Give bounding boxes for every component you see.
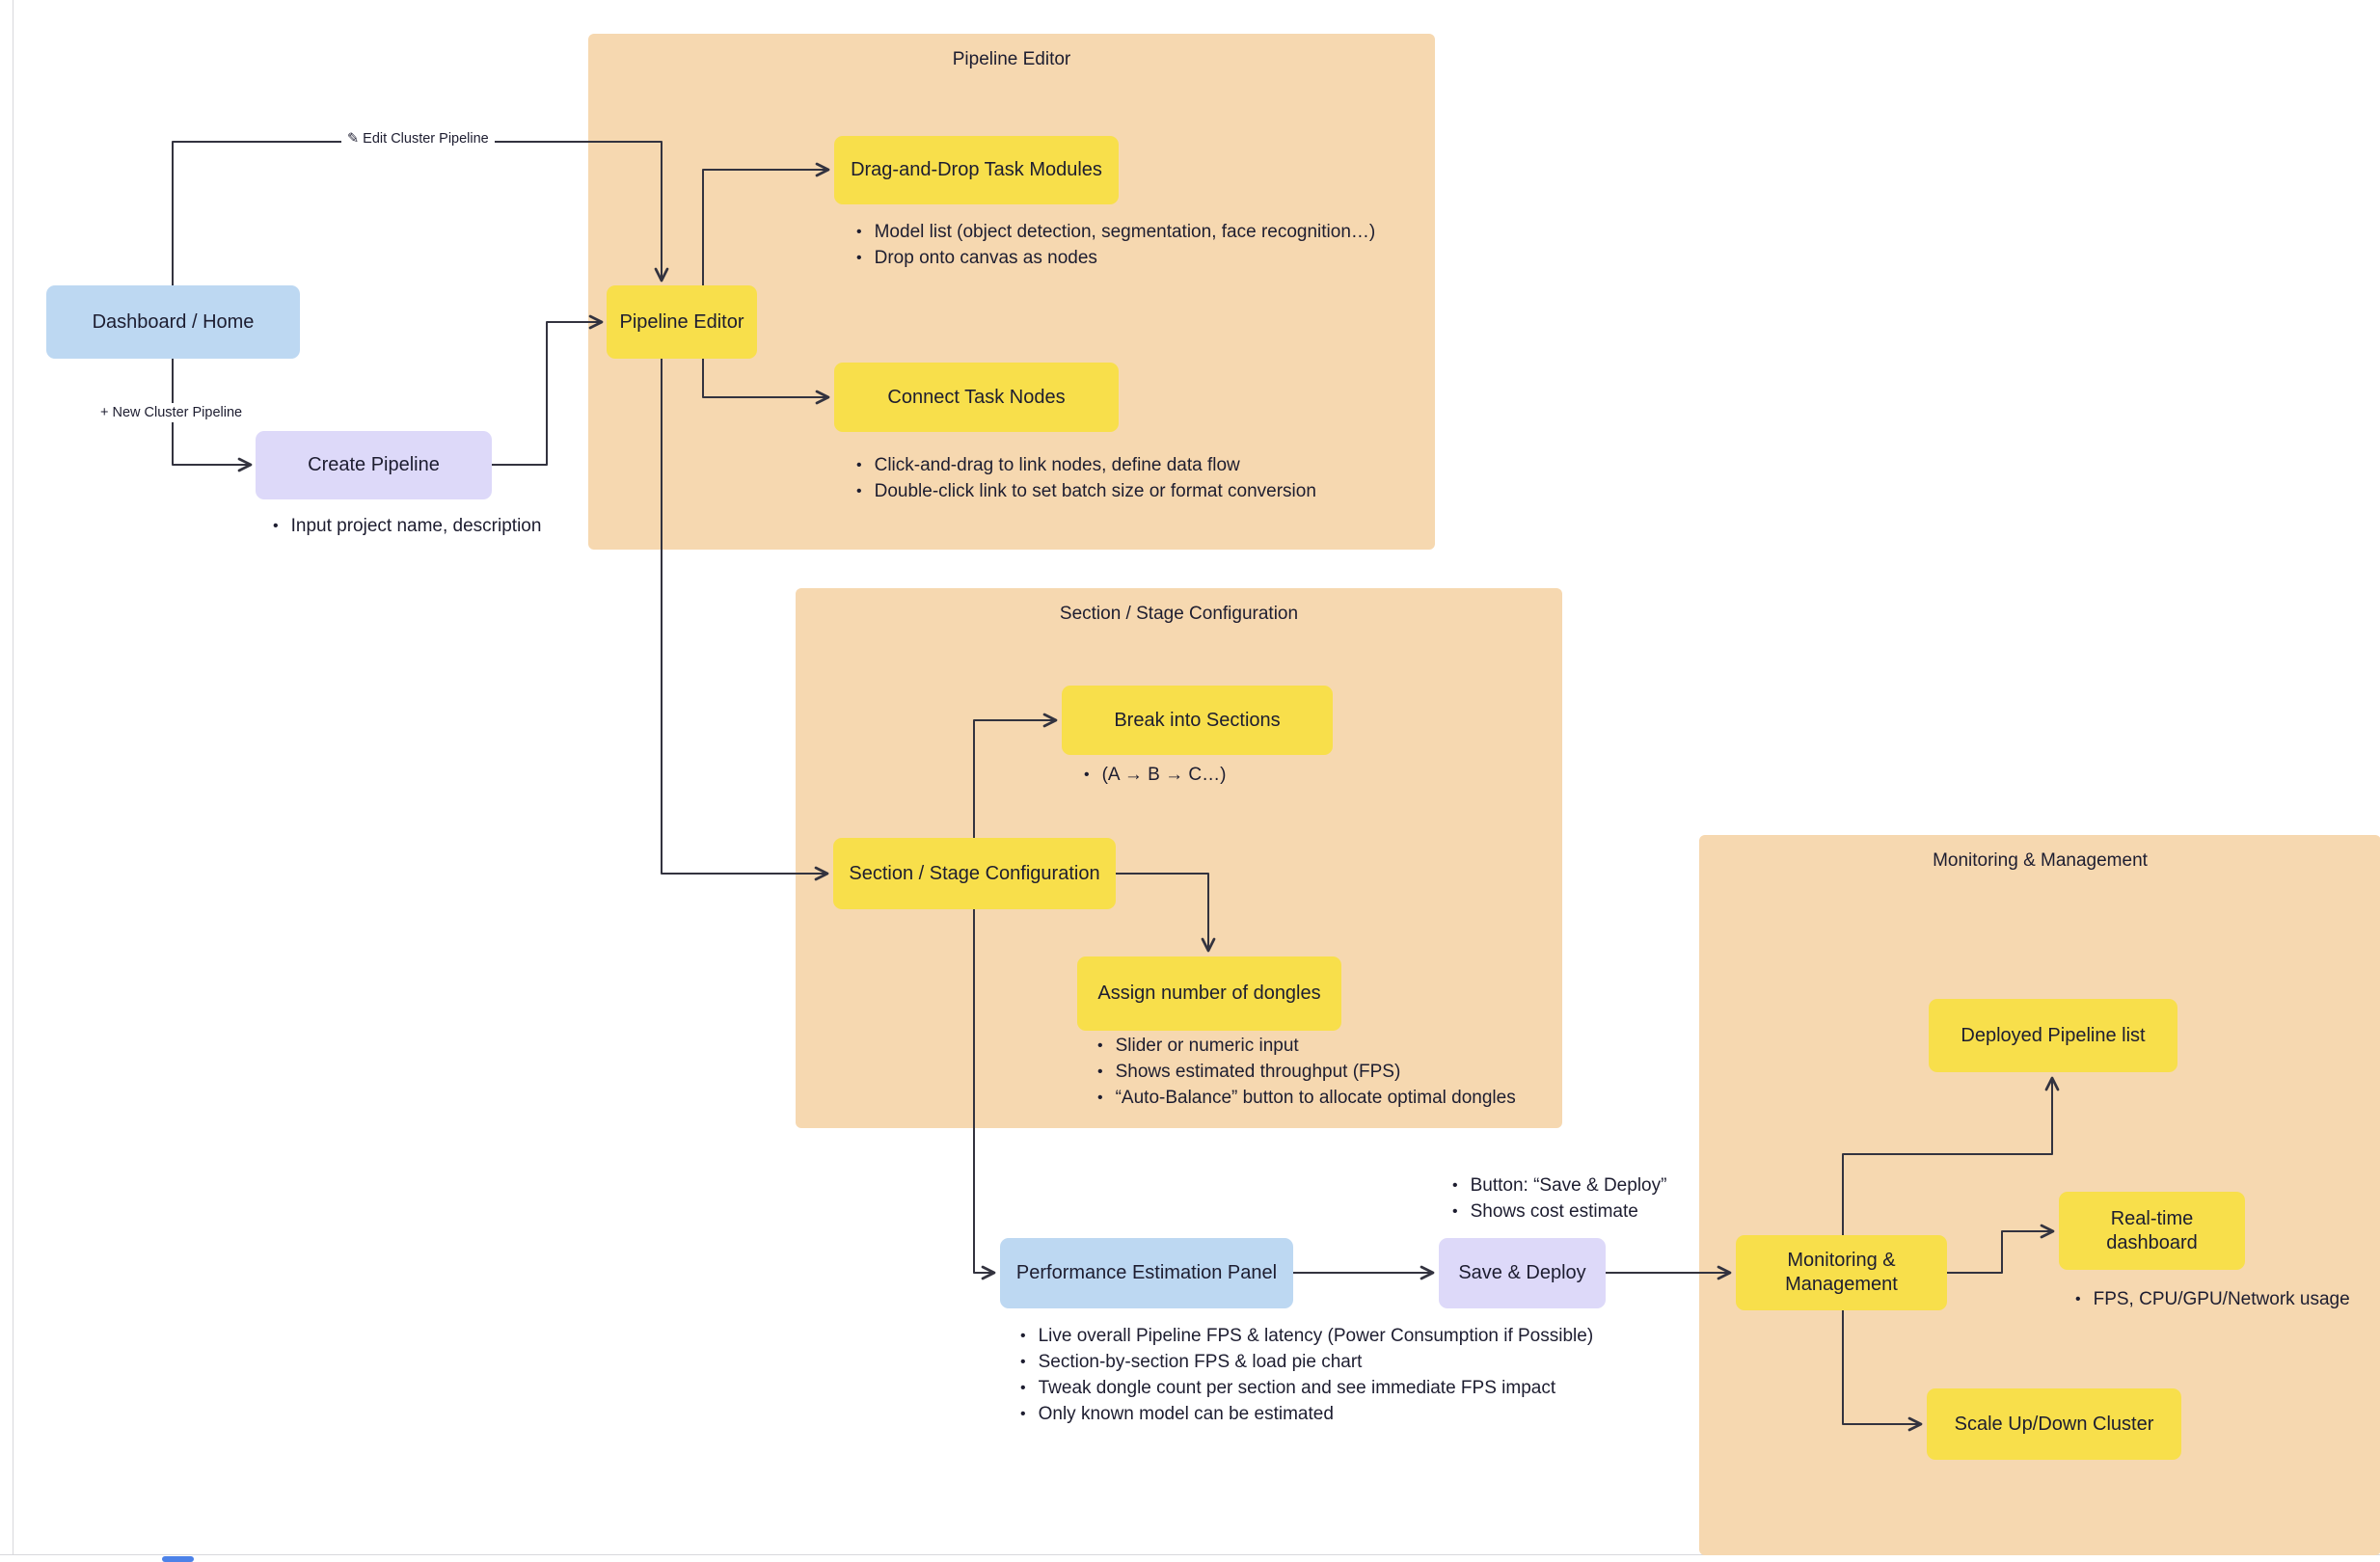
node-label: Connect Task Nodes xyxy=(887,386,1066,408)
node-monitoring-management[interactable]: Monitoring & Management xyxy=(1736,1235,1947,1310)
node-label: Assign number of dongles xyxy=(1097,983,1321,1004)
node-label: Section / Stage Configuration xyxy=(849,862,1100,884)
group-title: Monitoring & Management xyxy=(1933,850,2148,871)
node-deployed-pipeline-list[interactable]: Deployed Pipeline list xyxy=(1929,999,2177,1072)
node-label: Drag-and-Drop Task Modules xyxy=(851,159,1102,180)
connector-create-to-editor xyxy=(492,314,604,466)
bullet-item: Shows estimated throughput (FPS) xyxy=(1097,1059,1830,1085)
node-label: Save & Deploy xyxy=(1458,1262,1586,1283)
bullet-item: Model list (object detection, segmentati… xyxy=(856,219,1589,245)
node-pipeline-editor[interactable]: Pipeline Editor xyxy=(607,285,757,359)
notes-create-pipeline: Input project name, description xyxy=(273,513,1006,539)
node-label: Scale Up/Down Cluster xyxy=(1954,1413,2154,1435)
bullet-item: Drop onto canvas as nodes xyxy=(856,245,1589,271)
notes-break-into-sections: (A → B → C…) xyxy=(1084,762,1817,788)
bullet-item: Button: “Save & Deploy” xyxy=(1452,1172,2185,1198)
bullet-item: Section-by-section FPS & load pie chart xyxy=(1020,1349,1753,1375)
notes-performance-estimation: Live overall Pipeline FPS & latency (Pow… xyxy=(1020,1323,1753,1427)
node-performance-estimation-panel[interactable]: Performance Estimation Panel xyxy=(1000,1238,1293,1308)
horizontal-scrollbar-thumb[interactable] xyxy=(162,1556,194,1562)
node-create-pipeline[interactable]: Create Pipeline xyxy=(256,431,492,499)
canvas-edge-bottom xyxy=(0,1554,2380,1555)
node-dashboard-home[interactable]: Dashboard / Home xyxy=(46,285,300,359)
node-label: Performance Estimation Panel xyxy=(1015,1262,1278,1283)
node-label: Dashboard / Home xyxy=(92,310,255,333)
bullet-item: “Auto-Balance” button to allocate optima… xyxy=(1097,1085,1830,1111)
notes-save-and-deploy: Button: “Save & Deploy” Shows cost estim… xyxy=(1452,1172,2185,1225)
node-scale-up-down-cluster[interactable]: Scale Up/Down Cluster xyxy=(1927,1388,2181,1460)
node-label: Break into Sections xyxy=(1114,709,1281,731)
bullet-item: Shows cost estimate xyxy=(1452,1198,2185,1225)
bullet-item: FPS, CPU/GPU/Network usage xyxy=(2075,1286,2380,1312)
bullet-item: Tweak dongle count per section and see i… xyxy=(1020,1375,1753,1401)
node-drag-and-drop-task-modules[interactable]: Drag-and-Drop Task Modules xyxy=(834,136,1119,204)
group-title: Pipeline Editor xyxy=(952,49,1071,69)
edge-label-new-cluster-pipeline: + New Cluster Pipeline xyxy=(95,403,249,422)
bullet-item: Slider or numeric input xyxy=(1097,1033,1830,1059)
node-label: Pipeline Editor xyxy=(619,310,744,333)
bullet-item: (A → B → C…) xyxy=(1084,762,1817,788)
bullet-item: Double-click link to set batch size or f… xyxy=(856,478,1589,504)
bullet-item: Only known model can be estimated xyxy=(1020,1401,1753,1427)
node-label: Monitoring & Management xyxy=(1785,1250,1898,1295)
node-label: Deployed Pipeline list xyxy=(1961,1024,2146,1046)
notes-assign-dongles: Slider or numeric input Shows estimated … xyxy=(1097,1033,1830,1111)
notes-connect-task-nodes: Click-and-drag to link nodes, define dat… xyxy=(856,452,1589,504)
node-connect-task-nodes[interactable]: Connect Task Nodes xyxy=(834,363,1119,432)
bullet-item: Input project name, description xyxy=(273,513,1006,539)
notes-drag-and-drop: Model list (object detection, segmentati… xyxy=(856,219,1589,271)
node-assign-number-of-dongles[interactable]: Assign number of dongles xyxy=(1077,956,1341,1031)
node-save-and-deploy[interactable]: Save & Deploy xyxy=(1439,1238,1606,1308)
edge-label-edit-cluster-pipeline: ✎ Edit Cluster Pipeline xyxy=(341,129,495,148)
group-title: Section / Stage Configuration xyxy=(1059,604,1299,624)
bullet-item: Live overall Pipeline FPS & latency (Pow… xyxy=(1020,1323,1753,1349)
bullet-item: Click-and-drag to link nodes, define dat… xyxy=(856,452,1589,478)
notes-realtime-dashboard: FPS, CPU/GPU/Network usage xyxy=(2075,1286,2380,1312)
node-section-stage-configuration[interactable]: Section / Stage Configuration xyxy=(833,838,1116,909)
node-break-into-sections[interactable]: Break into Sections xyxy=(1062,686,1333,755)
canvas-edge-left xyxy=(13,0,14,1554)
node-label: Create Pipeline xyxy=(308,454,440,475)
